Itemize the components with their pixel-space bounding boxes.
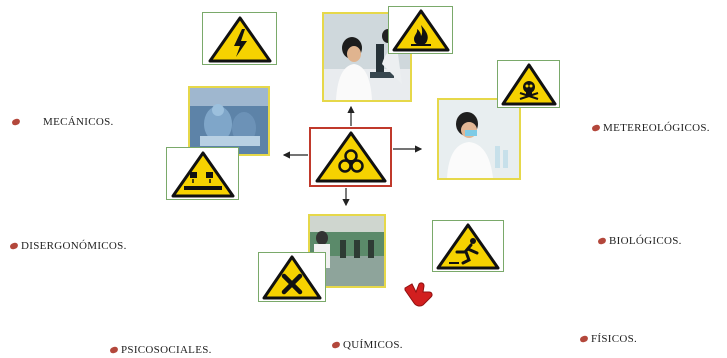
- toxic-hazard-icon: [501, 63, 556, 106]
- label-fisicos: FÍSICOS.: [579, 333, 637, 345]
- harmful-irritant-sign: [258, 252, 326, 302]
- label-biologicos: BIOLÓGICOS.: [597, 235, 682, 247]
- toxic-hazard-sign: [497, 60, 560, 108]
- lab-microscope-photo: [322, 12, 412, 102]
- lab-technician-photo: [437, 98, 521, 180]
- electrical-hazard-sign: [202, 12, 277, 65]
- label-disergonomicos: DISERGONÓMICOS.: [9, 240, 127, 252]
- flammable-hazard-icon: [392, 9, 449, 52]
- flammable-hazard-sign: [388, 6, 453, 54]
- pointing-hand-icon: [404, 282, 433, 307]
- corrosive-hazard-sign: [166, 147, 239, 200]
- label-psicosociales: PSICOSOCIALES.: [109, 344, 212, 356]
- label-mecanicos: MECÁNICOS.: [11, 116, 114, 128]
- harmful-irritant-hazard-icon: [262, 255, 322, 300]
- biohazard-sign: [309, 127, 392, 187]
- surgery-photo: [188, 86, 270, 156]
- corrosive-hazard-icon: [171, 151, 234, 197]
- slip-trip-hazard-sign: [432, 220, 504, 272]
- slip-trip-hazard-icon: [436, 223, 500, 270]
- label-metereologicos: METEREOLÓGICOS.: [591, 122, 710, 134]
- electrical-hazard-icon: [208, 16, 271, 62]
- biohazard-icon: [315, 131, 386, 183]
- label-quimicos: QUÍMICOS.: [331, 339, 403, 351]
